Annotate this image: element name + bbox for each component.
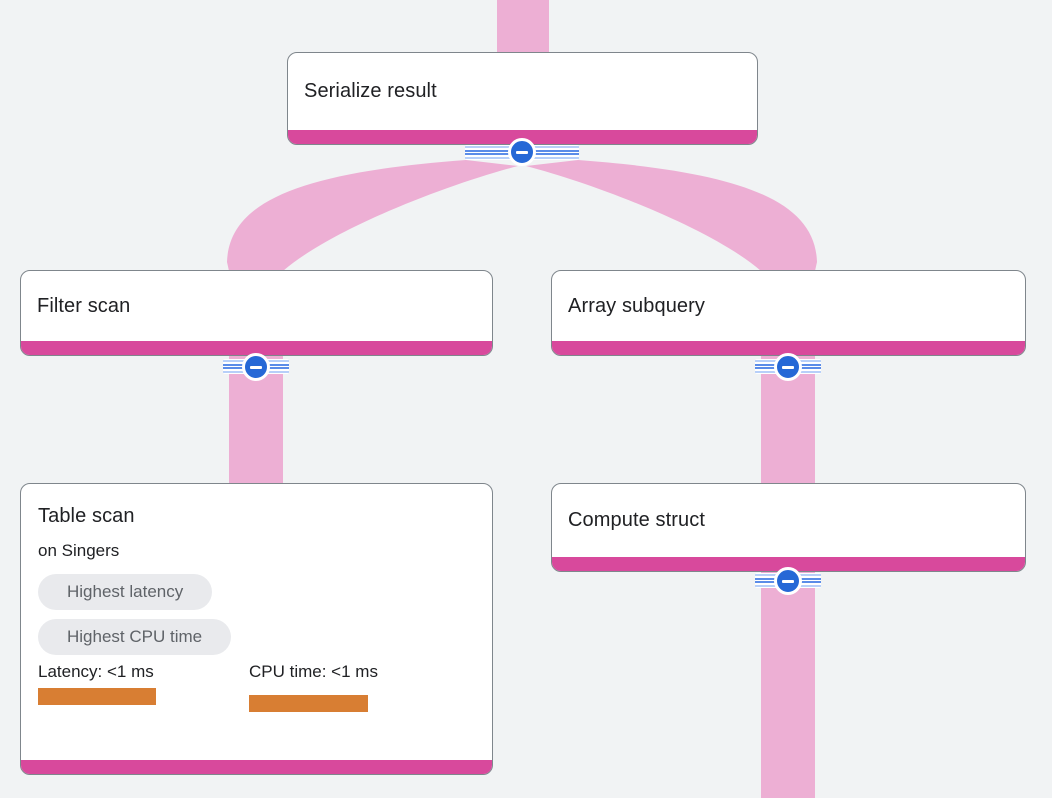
node-serialize-result[interactable]: Serialize result [287,52,758,145]
metric-cpu-time-bar [249,695,368,712]
minus-icon [782,365,794,369]
collapse-button-serialize-result[interactable] [508,138,536,166]
minus-icon [782,579,794,583]
metric-latency-label: Latency: <1 ms [38,662,154,681]
node-body: Serialize result [288,53,757,130]
node-accent-bar [288,130,757,144]
metric-cpu-time: CPU time: <1 ms [249,662,460,712]
node-title: Compute struct [568,509,706,531]
node-subtitle: on Singers [38,541,120,560]
node-filter-scan[interactable]: Filter scan [20,270,493,356]
node-body: Filter scan [21,271,492,341]
metrics-row: Latency: <1 ms CPU time: <1 ms [38,662,475,712]
node-accent-bar [552,557,1025,571]
edge-serialize-result-to-array-subquery [526,160,817,271]
node-title: Filter scan [37,294,131,317]
edge-serialize-result-to-filter-scan [227,160,518,271]
node-table-scan[interactable]: Table scan on Singers Highest latency Hi… [20,483,493,775]
node-title: Table scan [38,505,135,527]
badge-highest-latency: Highest latency [38,574,213,610]
edge-compute-struct-down [761,566,815,798]
collapse-button-compute-struct[interactable] [774,567,802,595]
node-title: Serialize result [304,80,437,102]
node-accent-bar [21,760,492,774]
collapse-button-filter-scan[interactable] [242,353,270,381]
node-accent-bar [21,341,492,355]
metric-latency: Latency: <1 ms [38,662,249,712]
node-body: Compute struct [552,484,1025,557]
node-body: Table scan on Singers Highest latency Hi… [21,484,492,760]
metric-cpu-time-label: CPU time: <1 ms [249,662,378,681]
node-body: Array subquery [552,271,1025,341]
node-accent-bar [552,341,1025,355]
node-array-subquery[interactable]: Array subquery [551,270,1026,356]
minus-icon [516,150,528,154]
edge-top-into-serialize-result [497,0,549,54]
badge-highest-cpu-time: Highest CPU time [38,619,232,655]
node-compute-struct[interactable]: Compute struct [551,483,1026,572]
metric-latency-bar [38,688,156,705]
collapse-button-array-subquery[interactable] [774,353,802,381]
minus-icon [250,365,262,369]
node-title: Array subquery [568,294,706,317]
